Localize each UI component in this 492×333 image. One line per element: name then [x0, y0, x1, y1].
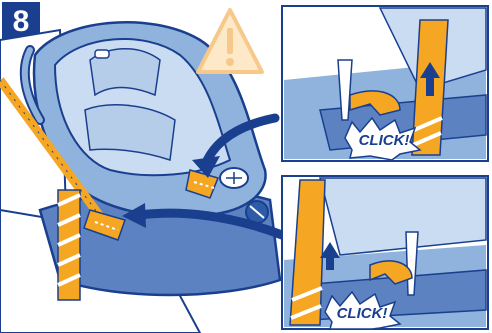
detail-inset-top: CLICK!	[282, 6, 488, 161]
harness-slot	[95, 50, 109, 58]
click-label-top: CLICK!	[359, 132, 410, 149]
detail-inset-bottom: CLICK!	[282, 176, 488, 329]
main-scene	[0, 10, 282, 333]
carrier-clip	[220, 168, 248, 188]
warning-icon	[198, 10, 262, 72]
click-label-bottom: CLICK!	[337, 305, 388, 322]
support-leg	[58, 190, 80, 300]
